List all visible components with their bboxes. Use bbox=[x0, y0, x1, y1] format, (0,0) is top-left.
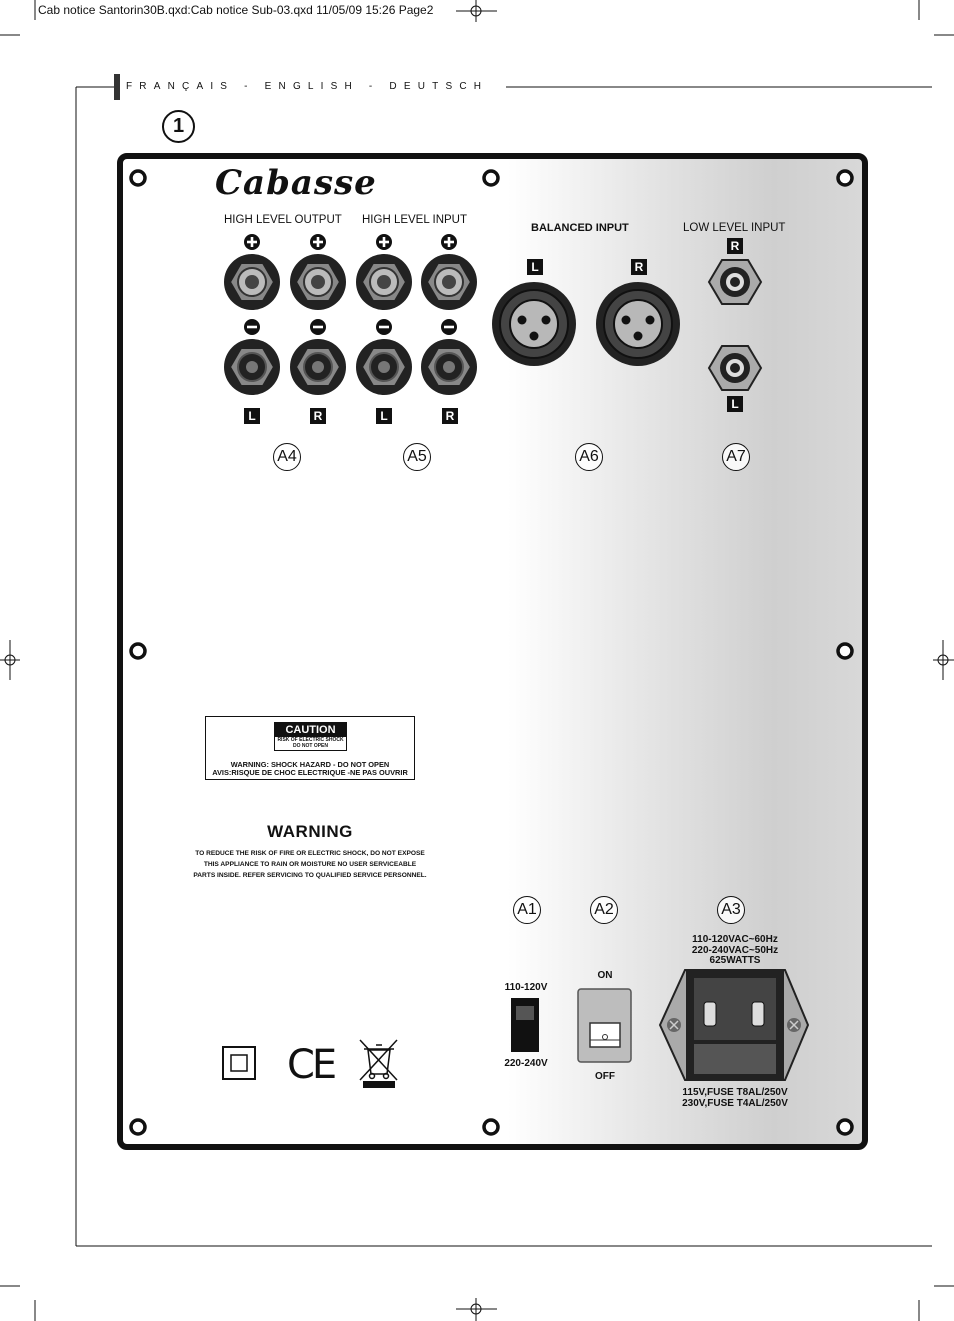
screw-icon bbox=[129, 169, 147, 187]
channel-left-badge: L bbox=[244, 408, 260, 424]
callout-a2: A2 bbox=[590, 896, 618, 924]
weee-bin-icon bbox=[359, 1039, 398, 1081]
power-on-label: ON bbox=[597, 970, 613, 981]
screw-icon bbox=[129, 642, 147, 660]
binding-posts-top bbox=[224, 254, 477, 310]
caution-center: CAUTION RISK OF ELECTRIC SHOCK DO NOT OP… bbox=[274, 722, 347, 751]
caution-line1: WARNING: SHOCK HAZARD - DO NOT OPEN bbox=[230, 760, 390, 769]
voltage-top-label: 110-120V bbox=[504, 982, 548, 993]
caution-title: CAUTION bbox=[275, 723, 346, 737]
callout-a5: A5 bbox=[403, 443, 431, 471]
warning-line3: PARTS INSIDE. REFER SERVICING TO QUALIFI… bbox=[193, 872, 427, 879]
label-high-level-input: HIGH LEVEL INPUT bbox=[362, 214, 468, 226]
rca-right-badge: R bbox=[727, 238, 743, 254]
xlr-left bbox=[492, 282, 576, 366]
binding-posts-bottom bbox=[224, 339, 477, 395]
caution-line2: AVIS:RISQUE DE CHOC ELECTRIQUE -NE PAS O… bbox=[212, 768, 408, 777]
label-high-level-output: HIGH LEVEL OUTPUT bbox=[224, 214, 342, 226]
screw-icon bbox=[836, 642, 854, 660]
warning-title: WARNING bbox=[267, 822, 353, 841]
xlr-left-badge: L bbox=[527, 259, 543, 275]
rca-left-badge: L bbox=[727, 396, 743, 412]
warning-line2: THIS APPLIANCE TO RAIN OR MOISTURE NO US… bbox=[203, 861, 417, 868]
power-spec: 110-120VAC~60Hz 220-240VAC~50Hz 625WATTS bbox=[670, 934, 800, 967]
callout-a3: A3 bbox=[717, 896, 745, 924]
callout-a4: A4 bbox=[273, 443, 301, 471]
voltage-selector bbox=[511, 998, 539, 1052]
double-insulation-icon bbox=[222, 1046, 256, 1080]
label-balanced-input: BALANCED INPUT bbox=[531, 222, 629, 234]
warning-body: TO REDUCE THE RISK OF FIRE OR ELECTRIC S… bbox=[193, 848, 427, 881]
power-spec-line3: 625WATTS bbox=[709, 955, 761, 966]
rca-left bbox=[707, 345, 763, 391]
fuse-spec-line1: 115V,FUSE T8AL/250V bbox=[682, 1087, 788, 1098]
xlr-right bbox=[596, 282, 680, 366]
screw-icon bbox=[836, 1118, 854, 1136]
channel-right-badge: R bbox=[442, 408, 458, 424]
power-inlet bbox=[658, 969, 810, 1081]
warning-line1: TO REDUCE THE RISK OF FIRE OR ELECTRIC S… bbox=[195, 850, 425, 857]
caution-sub1: RISK OF ELECTRIC SHOCK bbox=[277, 737, 344, 743]
channel-left-badge: L bbox=[376, 408, 392, 424]
callout-a1: A1 bbox=[513, 896, 541, 924]
label-low-level-input: LOW LEVEL INPUT bbox=[683, 222, 786, 234]
language-header: FRANÇAIS - ENGLISH - DEUTSCH bbox=[126, 81, 489, 92]
power-switch bbox=[577, 988, 632, 1063]
voltage-bottom-label: 220-240V bbox=[504, 1058, 548, 1069]
power-spec-line1: 110-120VAC~60Hz bbox=[692, 934, 778, 945]
screw-icon bbox=[129, 1118, 147, 1136]
brand-logo: Cabasse bbox=[215, 163, 377, 203]
screw-icon bbox=[482, 1118, 500, 1136]
language-bar bbox=[114, 74, 120, 100]
screw-icon bbox=[836, 169, 854, 187]
ce-mark: CE bbox=[287, 1042, 337, 1088]
power-off-label: OFF bbox=[595, 1071, 615, 1082]
fuse-spec: 115V,FUSE T8AL/250V 230V,FUSE T4AL/250V bbox=[665, 1087, 805, 1109]
callout-a6: A6 bbox=[575, 443, 603, 471]
power-spec-line2: 220-240VAC~50Hz bbox=[691, 944, 779, 956]
channel-right-badge: R bbox=[310, 408, 326, 424]
print-slug: Cab notice Santorin30B.qxd:Cab notice Su… bbox=[38, 3, 434, 17]
fuse-spec-line2: 230V,FUSE T4AL/250V bbox=[682, 1097, 788, 1109]
callout-a7: A7 bbox=[722, 443, 750, 471]
figure-number: 1 bbox=[162, 110, 195, 143]
screw-icon bbox=[482, 169, 500, 187]
caution-sub2: DO NOT OPEN bbox=[292, 743, 328, 749]
rca-right bbox=[707, 259, 763, 305]
xlr-right-badge: R bbox=[631, 259, 647, 275]
